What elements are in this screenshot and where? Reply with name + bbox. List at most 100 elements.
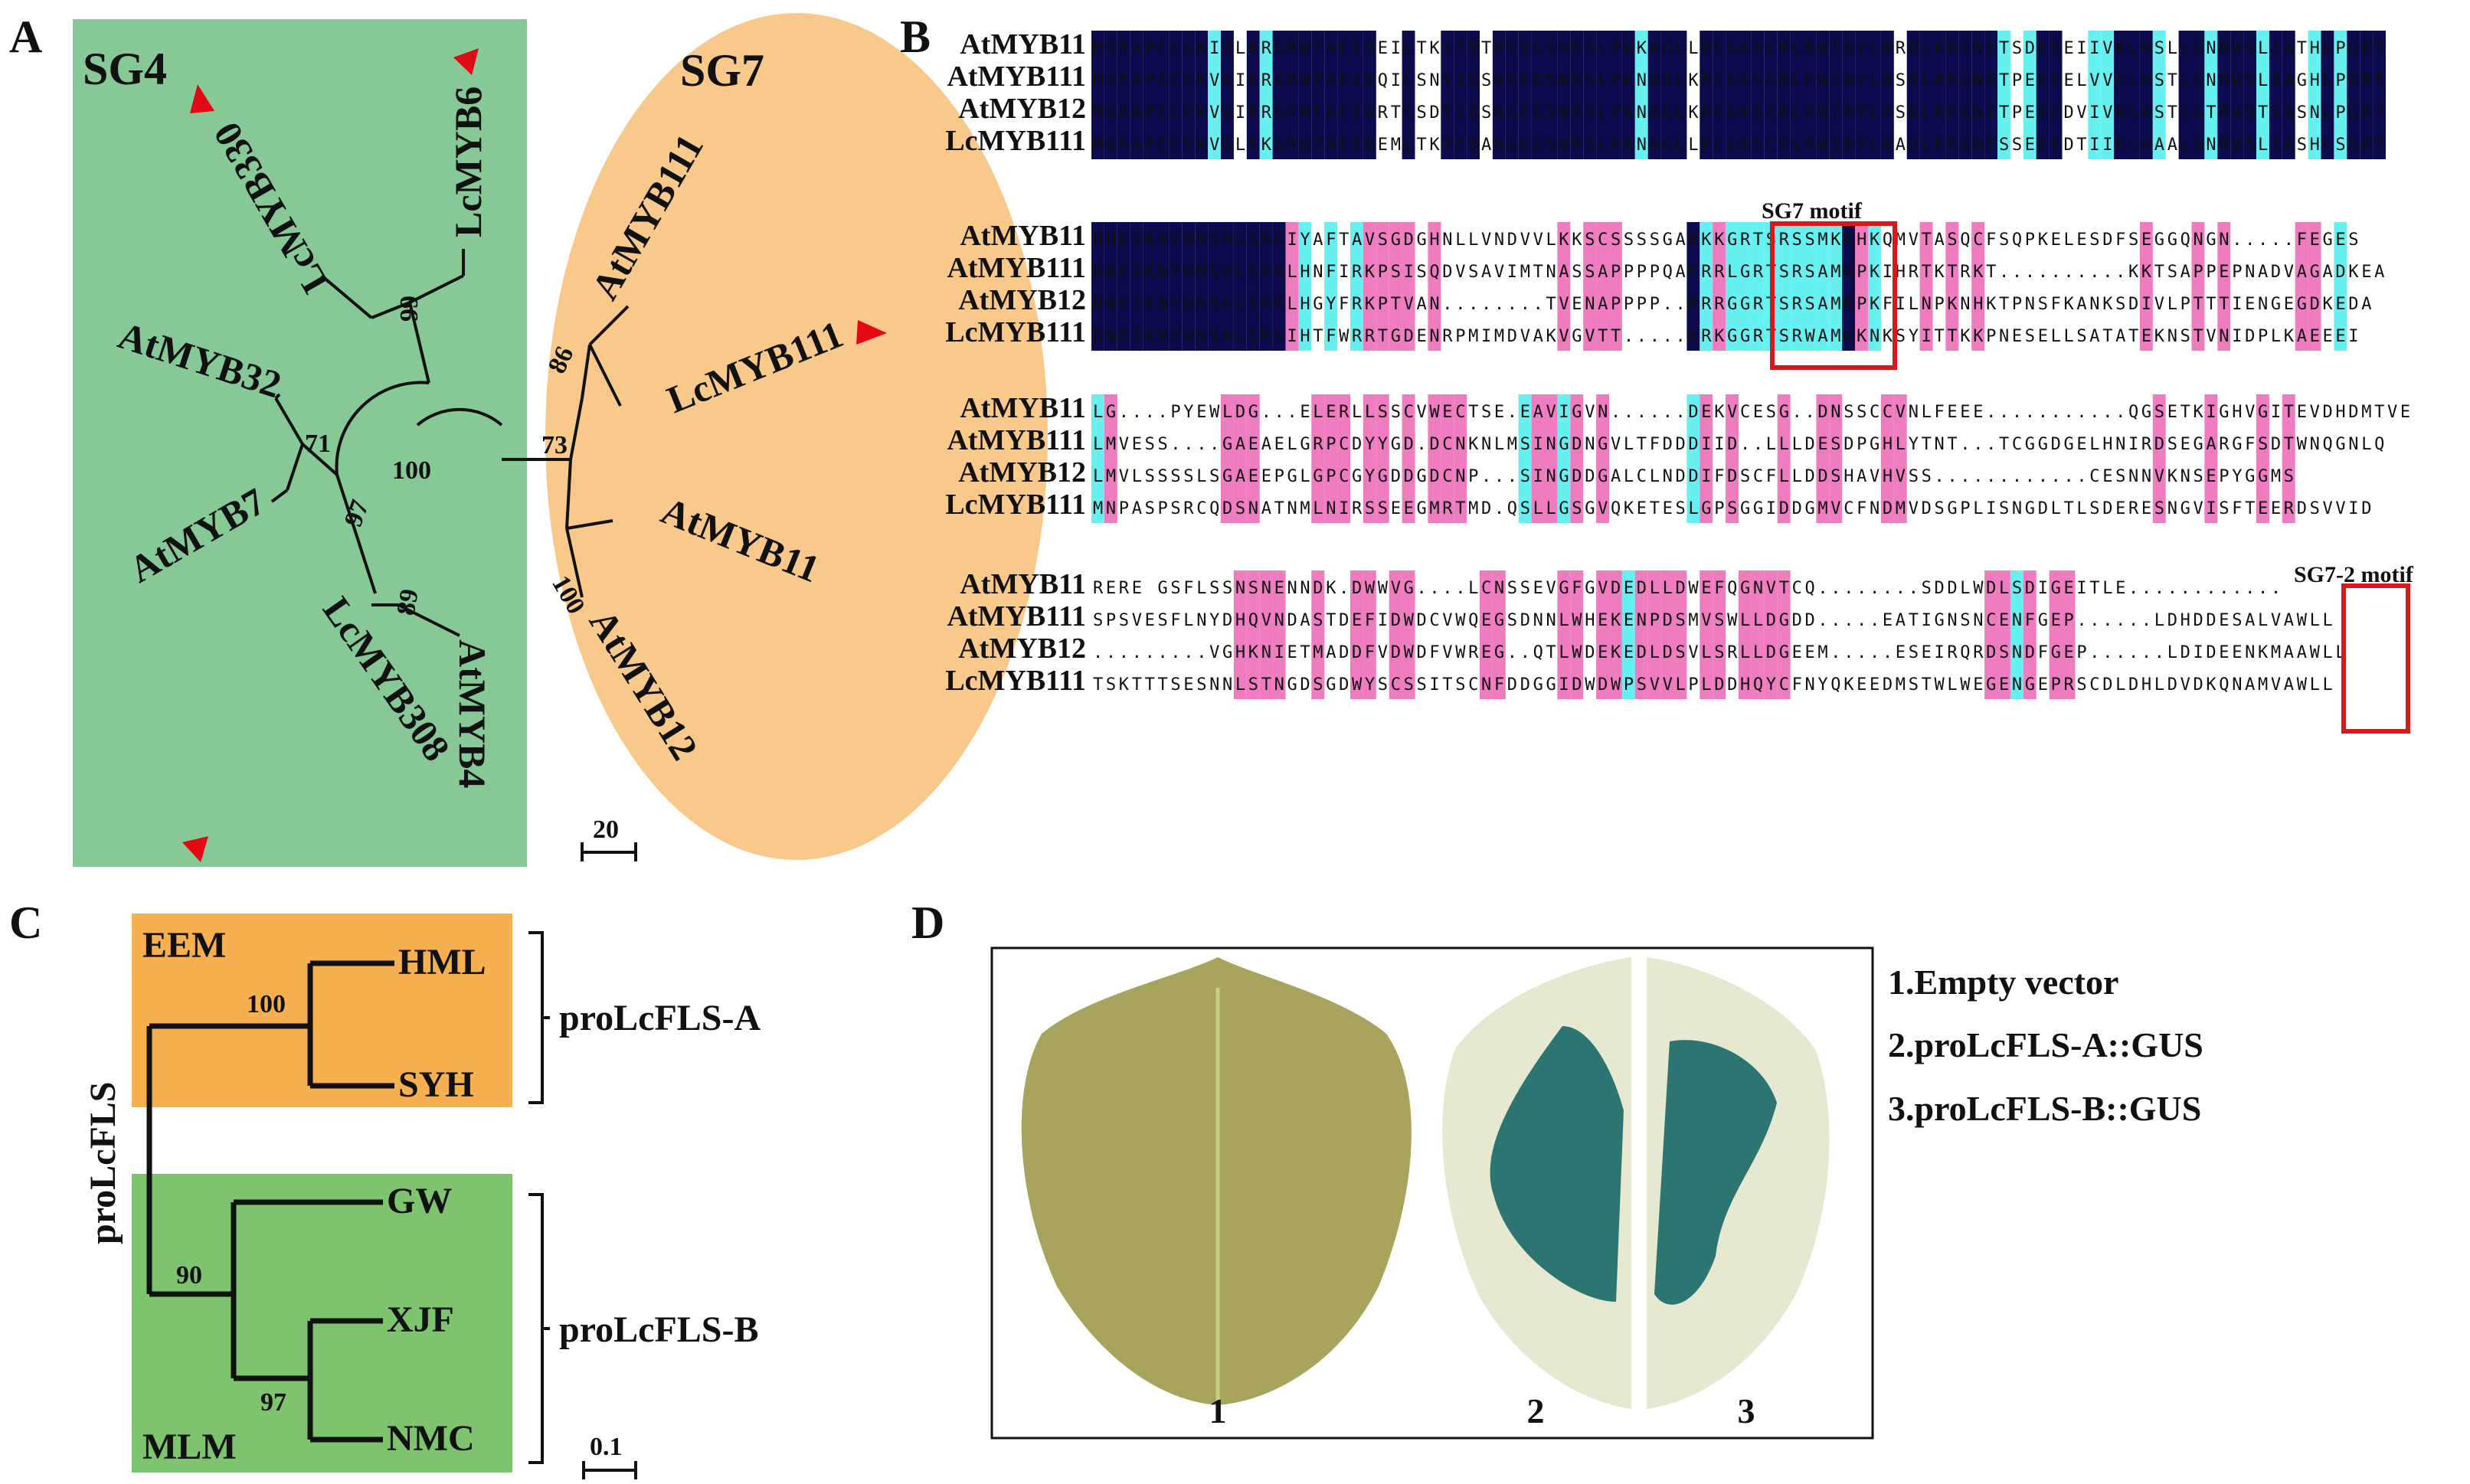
alignment-residue: N: [1973, 39, 1983, 58]
alignment-residue: F: [1857, 499, 1866, 518]
alignment-residue: I: [2076, 579, 2086, 598]
alignment-residue: K: [1688, 263, 1699, 282]
alignment-residue: R: [2361, 39, 2372, 58]
alignment-residue: G: [1559, 579, 1569, 598]
alignment-highlight: [1660, 570, 1674, 699]
alignment-residue: P: [1650, 263, 1660, 282]
alignment-residue: V: [1598, 579, 1608, 598]
alignment-residue: S: [1404, 675, 1414, 695]
alignment-residue: P: [1468, 467, 1478, 486]
alignment-residue: W: [1559, 103, 1569, 123]
alignment-residue: R: [1779, 136, 1790, 155]
alignment-residue: T: [1922, 435, 1932, 454]
alignment-residue: Q: [1468, 39, 1478, 58]
alignment-residue: E: [1947, 403, 1957, 422]
alignment-highlight: [1104, 394, 1117, 523]
alignment-residue: G: [1559, 435, 1569, 454]
alignment-residue: G: [1287, 467, 1297, 486]
alignment-residue: .: [2076, 403, 2086, 422]
alignment-residue: L: [1598, 103, 1608, 123]
alignment-residue: Y: [2232, 467, 2242, 486]
alignment-residue: D: [1365, 103, 1375, 123]
alignment-highlight: [1246, 570, 1260, 699]
alignment-residue: H: [1235, 643, 1245, 662]
alignment-residue: K: [2194, 403, 2204, 422]
alignment-residue: M: [2258, 675, 2268, 695]
alignment-residue: K: [2064, 295, 2075, 314]
alignment-highlight: [1376, 222, 1389, 351]
alignment-residue: D: [1339, 611, 1349, 630]
alignment-highlight: [1557, 570, 1571, 699]
alignment-residue: K: [2167, 467, 2178, 486]
alignment-residue: S: [1378, 675, 1388, 695]
alignment-residue: A: [2284, 675, 2294, 695]
alignment-residue: G: [2348, 71, 2358, 90]
alignment-highlight: [1324, 222, 1338, 351]
alignment-residue: V: [1209, 71, 1219, 90]
alignment-residue: .: [2258, 579, 2268, 598]
alignment-highlight: [1272, 222, 1286, 351]
alignment-residue: P: [1145, 71, 1155, 90]
alignment-residue: V: [1442, 611, 1452, 630]
alignment-residue: .: [2051, 467, 2061, 486]
alignment-residue: L: [1870, 39, 1879, 58]
alignment-residue: D: [1663, 611, 1673, 630]
alignment-residue: D: [2051, 435, 2061, 454]
alignment-highlight: [1868, 222, 1881, 351]
alignment-residue: .: [1183, 435, 1193, 454]
alignment-residue: T: [1391, 295, 1401, 314]
alignment-residue: D: [2128, 675, 2138, 695]
alignment-residue: E: [2361, 263, 2371, 282]
alignment-residue: S: [2245, 136, 2255, 155]
alignment-residue: .: [1170, 643, 1180, 662]
alignment-residue: S: [2180, 327, 2190, 346]
alignment-residue: R: [1183, 499, 1194, 518]
alignment-residue: D: [2194, 611, 2203, 630]
alignment-highlight: [1350, 31, 1363, 159]
alignment-highlight: [1868, 31, 1881, 159]
alignment-residue: G: [1740, 295, 1750, 314]
alignment-highlight: [1104, 222, 1117, 351]
alignment-residue: T: [1481, 39, 1491, 58]
alignment-residue: L: [2180, 103, 2190, 123]
alignment-highlight: [1531, 394, 1545, 523]
alignment-residue: S: [2245, 71, 2255, 90]
alignment-residue: D: [1417, 611, 1427, 630]
alignment-residue: L: [1676, 39, 1686, 58]
alignment-residue: D: [1805, 435, 1815, 454]
alignment-residue: A: [2258, 263, 2268, 282]
alignment-residue: K: [1701, 230, 1712, 250]
alignment-residue: E: [1533, 579, 1543, 598]
alignment-residue: .: [1287, 403, 1297, 422]
alignment-highlight: [1117, 31, 1130, 159]
alignment-residue: G: [1494, 611, 1504, 630]
alignment-residue: K: [2258, 643, 2269, 662]
alignment-residue: D: [1520, 675, 1530, 695]
alignment-residue: C: [1442, 435, 1452, 454]
alignment-residue: L: [1792, 136, 1802, 155]
alignment-residue: R: [2361, 103, 2372, 123]
alignment-residue: C: [1986, 611, 1996, 630]
alignment-residue: G: [1598, 467, 1608, 486]
alignment-residue: K: [1611, 611, 1621, 630]
tree-a-branches: [270, 249, 630, 637]
alignment-residue: E: [2335, 327, 2345, 346]
alignment-residue: A: [2245, 675, 2255, 695]
alignment-residue: K: [1844, 263, 1854, 282]
alignment-residue: .: [1830, 579, 1840, 598]
alignment-highlight: [2178, 31, 2192, 159]
alignment-residue: G: [1222, 435, 1232, 454]
alignment-residue: S: [1209, 295, 1219, 314]
alignment-residue: .: [2245, 579, 2255, 598]
alignment-residue: N: [1106, 230, 1116, 250]
alignment-residue: H: [1740, 675, 1750, 695]
alignment-residue: R: [1909, 263, 1919, 282]
alignment-residue: G: [1300, 435, 1310, 454]
alignment-residue: F: [2297, 230, 2307, 250]
alignment-residue: .: [2089, 643, 2099, 662]
alignment-residue: E: [2310, 230, 2320, 250]
alignment-highlight: [1842, 222, 1856, 351]
alignment-residue: K: [1973, 327, 1984, 346]
alignment-residue: N: [1960, 295, 1970, 314]
alignment-residue: A: [1132, 39, 1142, 58]
